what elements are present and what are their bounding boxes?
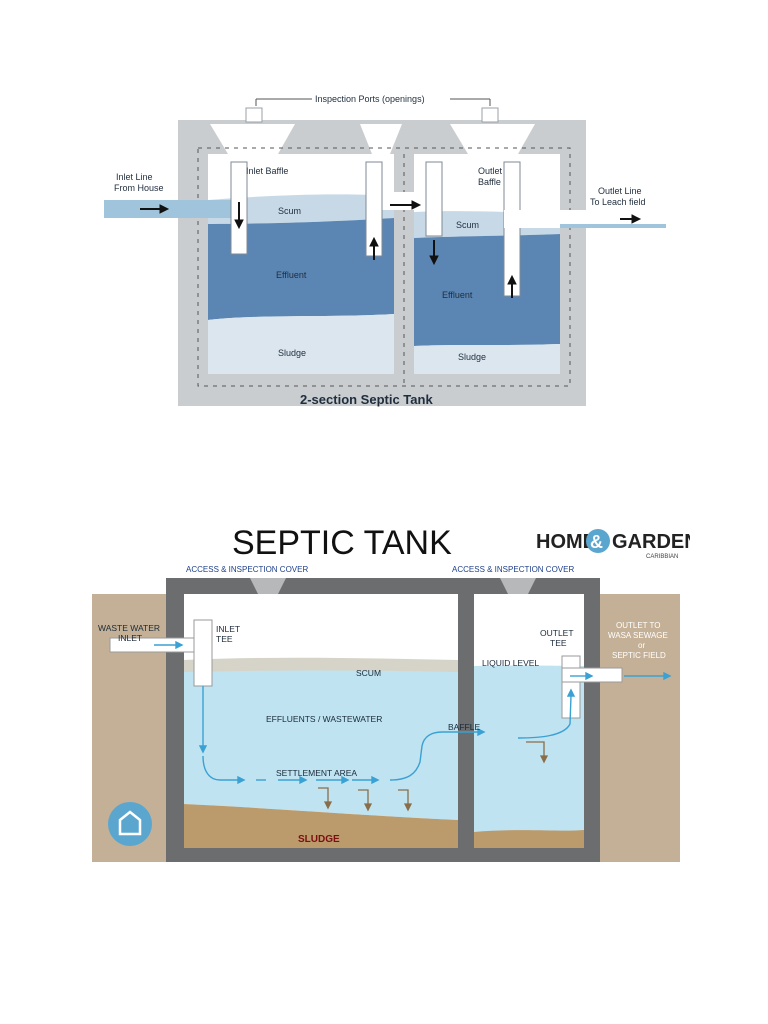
inspection-port-cap: [481, 107, 499, 123]
access-cover-label-right: ACCESS & INSPECTION COVER: [452, 565, 574, 574]
outlet-destination-label: OUTLET TO: [616, 621, 660, 630]
sludge-label-left: Sludge: [278, 348, 306, 358]
outlet-pipe: [561, 667, 623, 683]
baffle-wall-bottom: [458, 766, 474, 848]
effluent-layer-left: [208, 218, 394, 320]
waste-water-inlet-label: WASTE WATER: [98, 623, 160, 633]
outlet-tee-label: TEE: [550, 638, 567, 648]
access-cover-label-left: ACCESS & INSPECTION COVER: [186, 565, 308, 574]
inlet-line-label: From House: [114, 183, 164, 193]
effluents-label: EFFLUENTS / WASTEWATER: [266, 714, 382, 724]
tank-dashed-outline: [197, 147, 571, 387]
outlet-line-label: To Leach field: [590, 197, 646, 207]
waste-water-inlet-label: INLET: [118, 633, 142, 643]
inspection-port-cap: [245, 107, 263, 123]
effluent-label-right: Effluent: [442, 290, 473, 300]
inlet-line-label: Inlet Line: [116, 172, 153, 182]
flow-arrows: [140, 200, 642, 298]
inspection-port-cone: [360, 124, 402, 154]
outlet-destination-label: or: [638, 641, 645, 650]
home-garden-logo: HOME & GARDEN CARIBBIAN: [536, 529, 690, 560]
settling-arrows: [318, 741, 549, 812]
outlet-baffle-label: Baffle: [478, 177, 501, 187]
wastewater-left: [184, 663, 458, 820]
outlet-destination-label: WASA SEWAGE: [608, 631, 668, 640]
effluent-layer-right: [414, 234, 560, 346]
scum-layer: [184, 657, 458, 672]
septic-tank-illustration: SEPTIC TANK HOME & GARDEN CARIBBIAN ACCE…: [92, 524, 690, 862]
wastewater-right: [474, 665, 584, 832]
septic-tank-title: SEPTIC TANK: [232, 524, 452, 562]
svg-text:CARIBBIAN: CARIBBIAN: [646, 554, 678, 560]
home-icon: [108, 802, 152, 846]
transfer-baffle-right: [425, 161, 443, 237]
scum-label-right: Scum: [456, 220, 479, 230]
sludge-layer-left: [208, 314, 394, 374]
inspection-port-cone: [210, 124, 295, 154]
baffle-wall-top: [458, 620, 474, 724]
scum-label: SCUM: [356, 668, 381, 678]
flow-path-arrows: [154, 640, 672, 785]
svg-text:HOME: HOME: [536, 531, 596, 553]
sludge-layer-right: [474, 830, 584, 848]
sludge-layer-left: [184, 804, 458, 848]
outlet-tee-label: OUTLET: [540, 628, 574, 638]
sludge-label-right: Sludge: [458, 352, 486, 362]
scum-layer-left: [208, 194, 394, 224]
inspection-port-cone: [450, 124, 535, 154]
two-section-septic-tank-diagram: Inspection Ports (openings) Inlet Line F…: [104, 94, 666, 407]
sludge-layer-right: [414, 344, 560, 374]
outlet-destination-label: SEPTIC FIELD: [612, 651, 666, 660]
effluent-label-left: Effluent: [276, 270, 307, 280]
access-cover-cone: [500, 578, 536, 594]
outlet-baffle-label: Outlet: [478, 166, 503, 176]
inlet-pipe: [104, 200, 246, 218]
svg-text:GARDEN: GARDEN: [612, 531, 690, 553]
inspection-ports-label: Inspection Ports (openings): [315, 94, 425, 104]
outlet-pipe: [504, 210, 666, 228]
inlet-tee: [193, 619, 213, 687]
figure-title: 2-section Septic Tank: [300, 392, 433, 407]
inlet-tee-label: TEE: [216, 634, 233, 644]
sludge-label: SLUDGE: [298, 834, 340, 845]
svg-text:&: &: [590, 532, 603, 552]
access-cover-cone: [250, 578, 286, 594]
outlet-pipe-water: [560, 224, 666, 228]
settlement-area-label: SETTLEMENT AREA: [276, 768, 357, 778]
inlet-baffle-label: Inlet Baffle: [246, 166, 288, 176]
scum-label-left: Scum: [278, 206, 301, 216]
liquid-level-label: LIQUID LEVEL: [482, 658, 539, 668]
baffle-label: BAFFLE: [448, 722, 480, 732]
outlet-line-label: Outlet Line: [598, 186, 642, 196]
inlet-tee-label: INLET: [216, 624, 240, 634]
